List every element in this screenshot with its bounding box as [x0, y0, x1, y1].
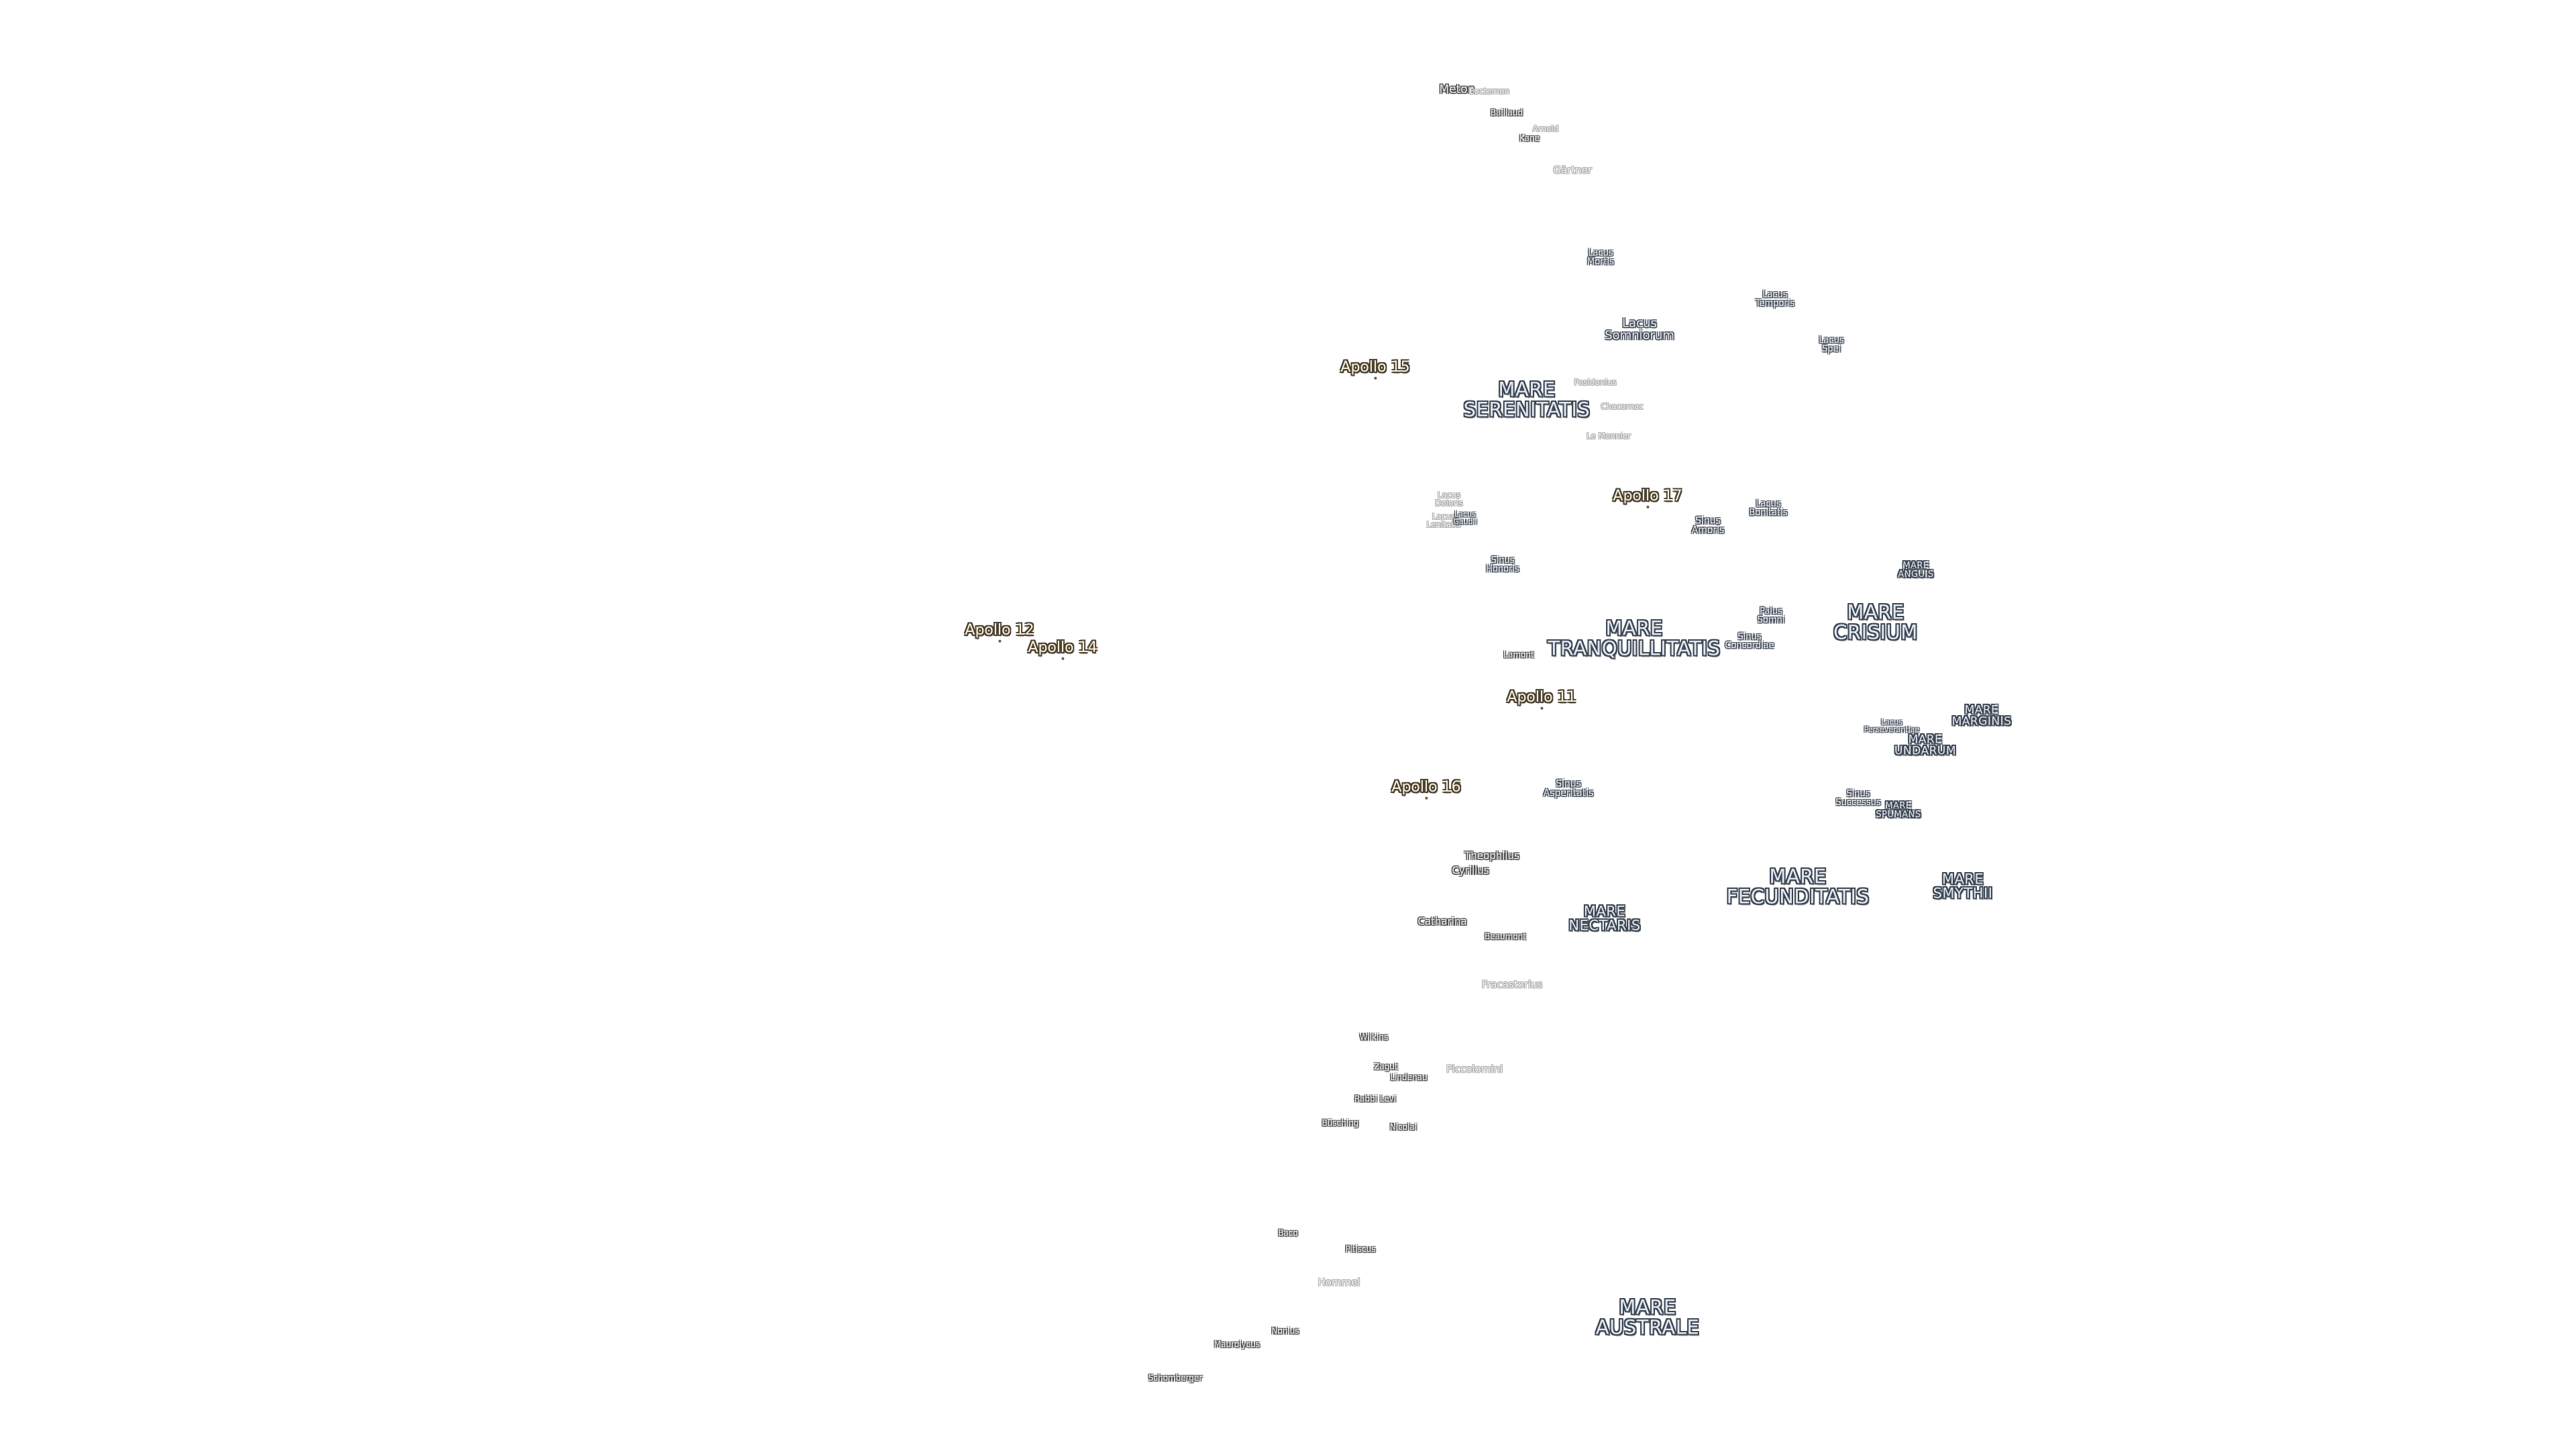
- sinus-concordiae-label: Sinus Concordiae: [1725, 631, 1774, 651]
- apollo-11-label[interactable]: Apollo 11: [1507, 688, 1576, 710]
- crater-lindenau-label: Lindenau: [1390, 1072, 1428, 1082]
- lacus-lenitatis-label: Lacus Lenitatis: [1426, 511, 1461, 529]
- crater-busching-label: Büsching: [1322, 1118, 1359, 1128]
- lacus-mortis-label: Lacus Mortis: [1587, 248, 1614, 267]
- crater-baco-label: Baco: [1278, 1228, 1298, 1238]
- mare-marginis-label: MARE MARGINIS: [1951, 703, 2012, 729]
- mare-undarum-label: MARE UNDARUM: [1894, 733, 1957, 758]
- crater-le-monnier-label: Le Monnier: [1586, 431, 1631, 441]
- crater-euctemon-label: Euctemon: [1468, 86, 1510, 96]
- mare-crisium-label: MARE CRISIUM: [1833, 600, 1918, 643]
- crater-hommel-label: Hommel: [1318, 1276, 1360, 1289]
- mare-tranquillitatis-label: MARE TRANQUILLITATIS: [1548, 616, 1721, 659]
- crater-wilkins-label: Wilkins: [1359, 1032, 1389, 1042]
- apollo-16-label[interactable]: Apollo 16: [1391, 778, 1461, 800]
- mare-spumans-label: MARE SPUMANS: [1876, 800, 1921, 820]
- mare-fecunditatis-label: MARE FECUNDITATIS: [1726, 865, 1870, 908]
- lacus-doloris-label: Lacus Doloris: [1435, 490, 1463, 508]
- sinus-successus-label: Sinus Successus: [1835, 788, 1881, 808]
- apollo-14-label[interactable]: Apollo 14: [1028, 639, 1097, 661]
- crater-zagut-label: Zagut: [1374, 1061, 1398, 1071]
- crater-fracastorius-label: Fracastorius: [1481, 978, 1543, 991]
- crater-beaumont-label: Beaumont: [1485, 931, 1526, 941]
- crater-theophilus-label: Theophilus: [1464, 849, 1519, 862]
- crater-baillaud-label: Baillaud: [1490, 107, 1523, 117]
- lacus-bonitatis-label: Lacus Bonitatis: [1749, 498, 1788, 518]
- sinus-asperitatis-label: Sinus Asperitatis: [1543, 778, 1594, 799]
- sinus-honoris-label: Sinus Honoris: [1486, 555, 1519, 574]
- lacus-perseverantiae-label: Lacus Perseverantiae: [1864, 717, 1920, 734]
- mare-nectaris-label: MARE NECTARIS: [1568, 903, 1641, 934]
- crater-cyrillus-label: Cyrillus: [1452, 864, 1489, 877]
- mare-australe-label: MARE AUSTRALE: [1595, 1295, 1700, 1338]
- crater-nicolai-label: Nicolai: [1389, 1122, 1417, 1132]
- crater-chacornac-label: Chacornac: [1601, 401, 1644, 411]
- crater-schomberger-label: Schomberger: [1148, 1373, 1203, 1383]
- crater-catharina-label: Catharina: [1417, 915, 1467, 928]
- crater-posidonius-label: Posidonius: [1574, 377, 1617, 387]
- mare-serenitatis-label: MARE SERENITATIS: [1463, 378, 1591, 421]
- crater-rabbi-levi-label: Rabbi Levi: [1354, 1093, 1397, 1104]
- lacus-somniorum-label: Lacus Somniorum: [1605, 316, 1674, 343]
- crater-arnold-label: Arnold: [1532, 123, 1559, 133]
- crater-gartner-label: Gärtner: [1553, 164, 1592, 176]
- crater-maurolycus-label: Maurolycus: [1214, 1339, 1260, 1349]
- crater-piccolomini-label: Piccolomini: [1446, 1063, 1503, 1075]
- mare-smythii-label: MARE SMYTHII: [1933, 871, 1993, 902]
- apollo-15-label[interactable]: Apollo 15: [1340, 358, 1410, 380]
- lacus-gaudii-label: Lacus Gaudii: [1453, 509, 1477, 526]
- lacus-temporis-label: Lacus Temporis: [1755, 289, 1795, 309]
- crater-nonius-label: Nonius: [1271, 1326, 1299, 1336]
- lacus-spei-label: Lacus Spei: [1819, 335, 1844, 354]
- crater-kane-label: Kane: [1519, 133, 1540, 143]
- mare-anguis-label: MARE ANGUIS: [1898, 560, 1934, 580]
- sinus-amoris-label: Sinus Amoris: [1691, 515, 1725, 536]
- crater-pitiscus-label: Pitiscus: [1345, 1244, 1376, 1254]
- palus-somni-label: Palus Somni: [1757, 606, 1785, 625]
- crater-meton-label: Meton: [1439, 83, 1475, 97]
- apollo-12-label[interactable]: Apollo 12: [965, 621, 1034, 643]
- apollo-17-label[interactable]: Apollo 17: [1613, 487, 1682, 509]
- crater-lamont-label: Lamont: [1503, 649, 1534, 659]
